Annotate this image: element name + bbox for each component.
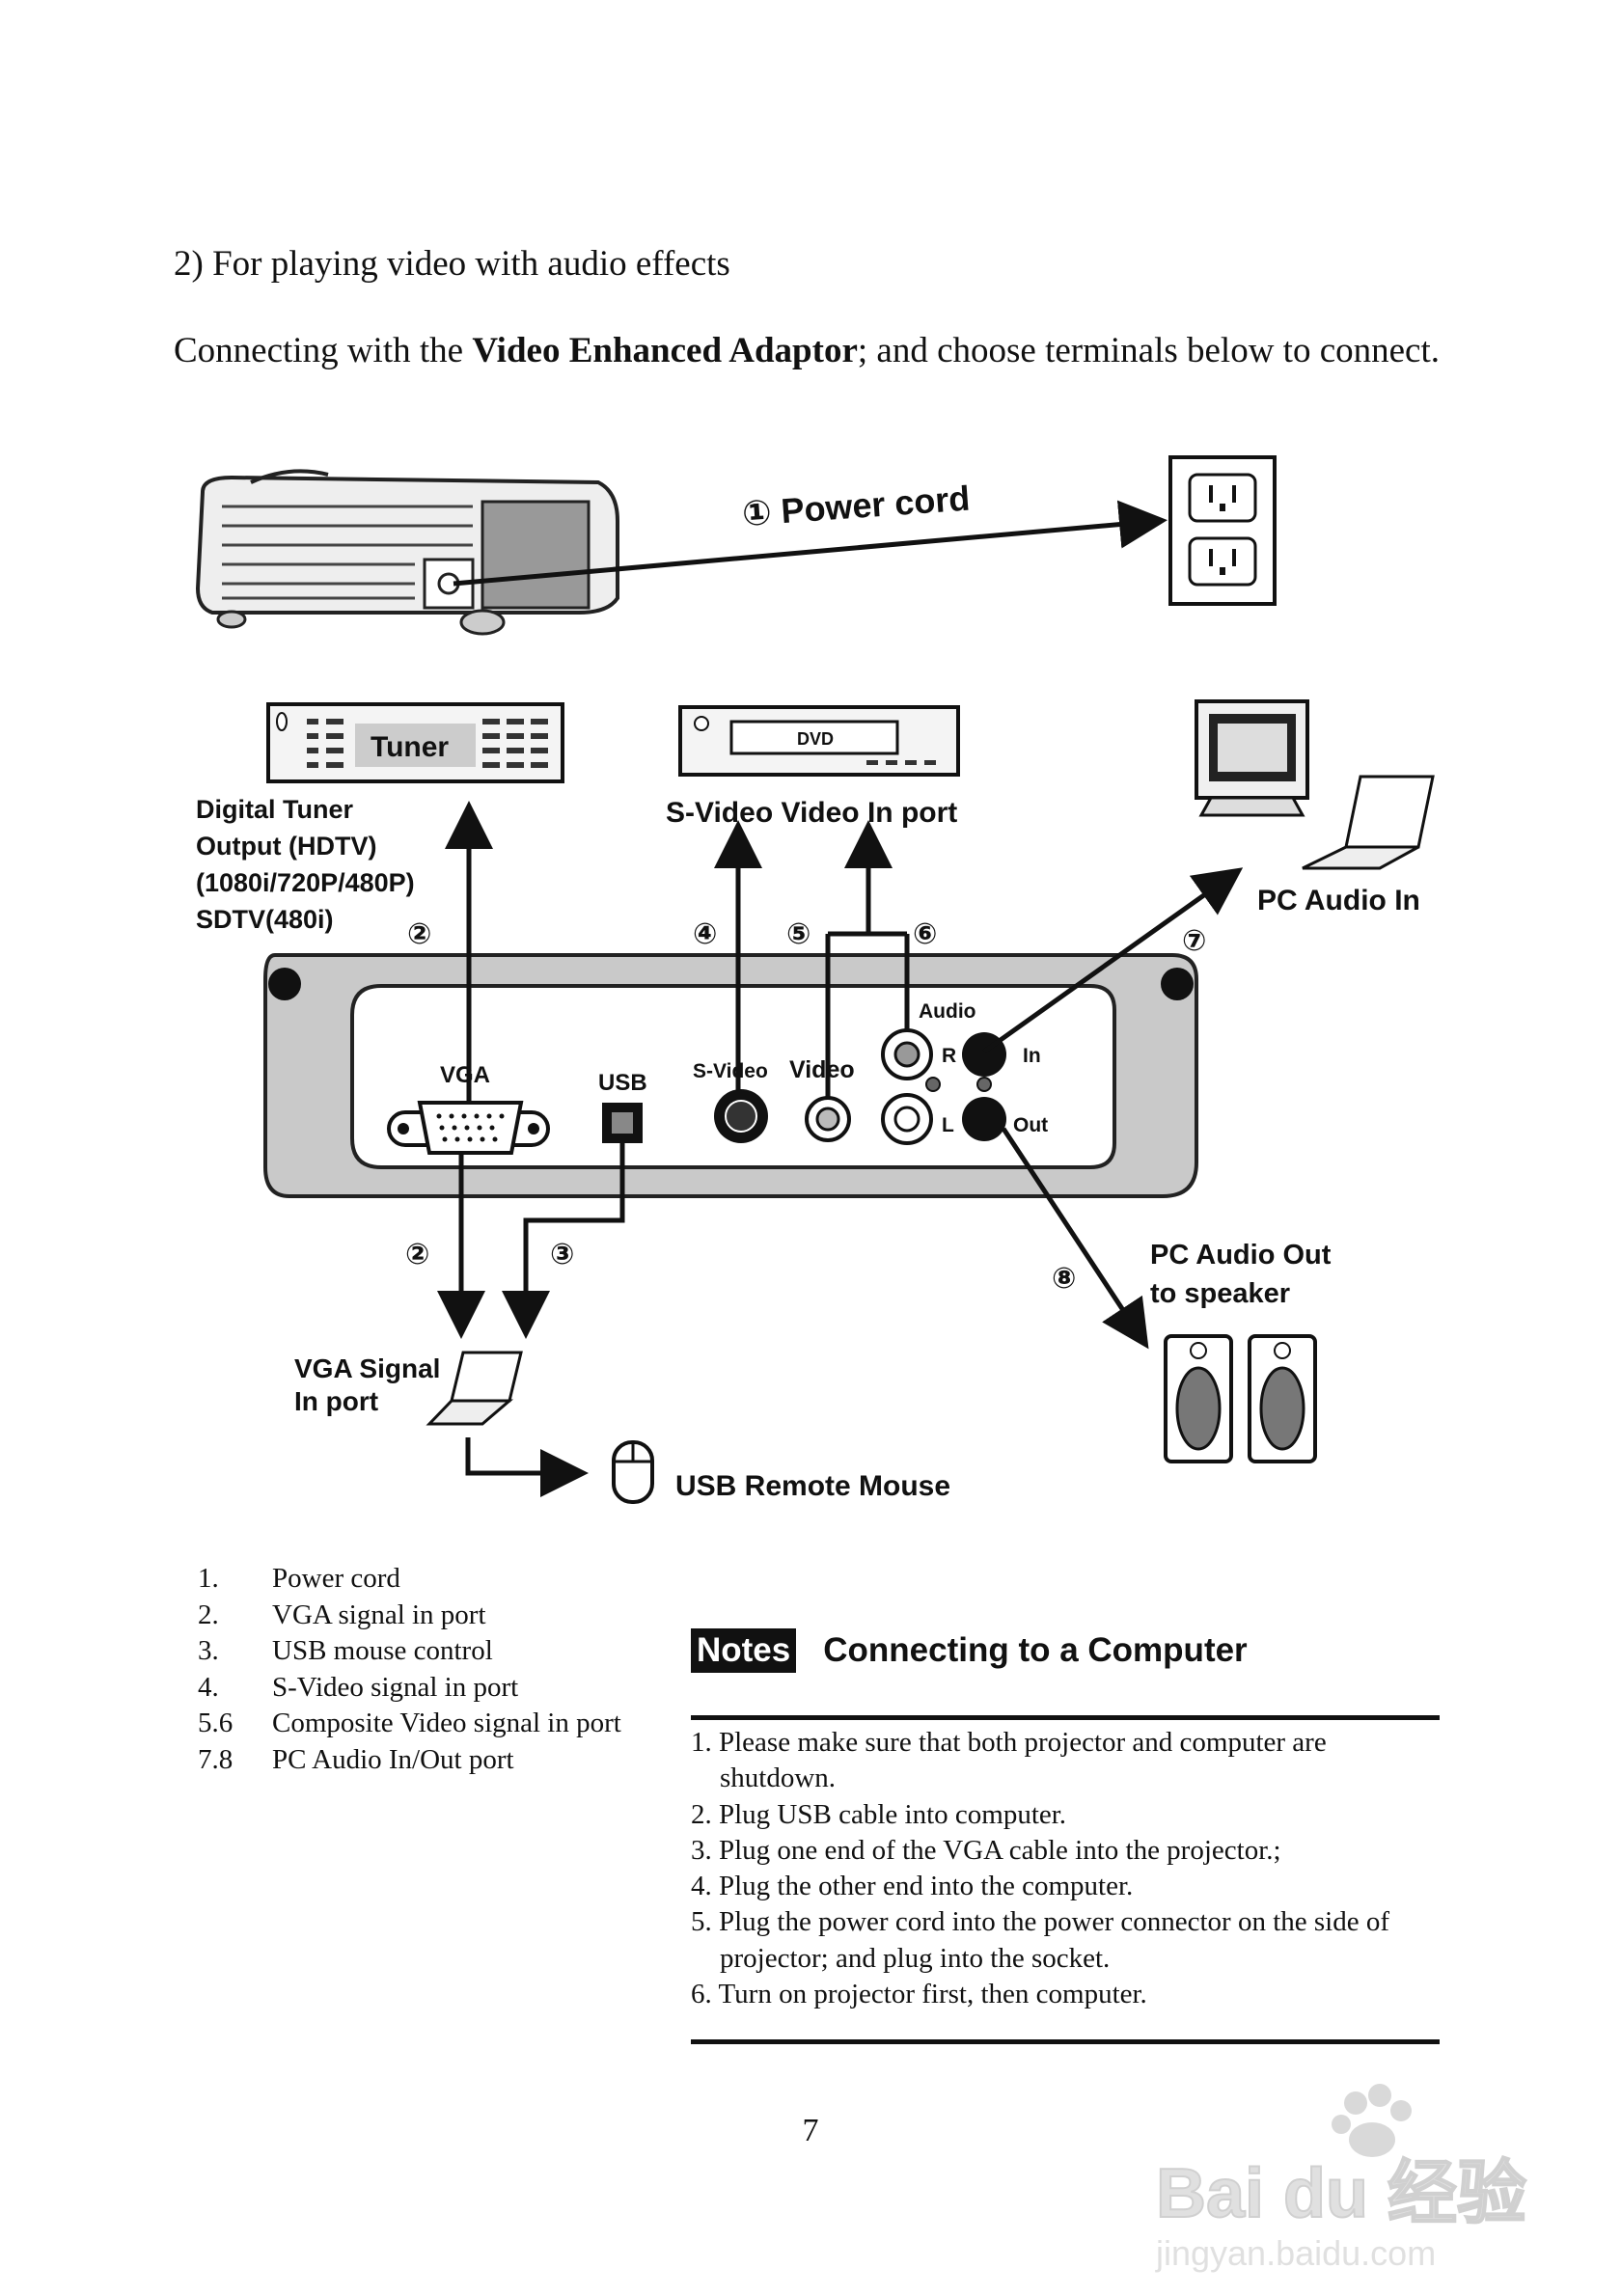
legend-num: 3. bbox=[198, 1635, 219, 1666]
intro-suffix: ; and choose terminals below to connect. bbox=[857, 331, 1441, 370]
legend-num: 2. bbox=[198, 1599, 219, 1630]
notes-header: Notes Connecting to a Computer bbox=[691, 1628, 1440, 1673]
notes-list: 1. Please make sure that both projector … bbox=[691, 1725, 1443, 2012]
section-heading: 2) For playing video with audio effects bbox=[174, 244, 730, 284]
port-label-svideo: S-Video bbox=[693, 1060, 768, 1082]
marker-2-bottom: ② bbox=[405, 1239, 429, 1271]
port-label-audio: Audio bbox=[919, 1000, 975, 1023]
port-label-r: R bbox=[942, 1045, 956, 1067]
port-label-vga: VGA bbox=[440, 1062, 490, 1088]
marker-4: ④ bbox=[693, 918, 717, 950]
legend-list: 1. Power cord 2. VGA signal in port 3. USB … bbox=[198, 1561, 621, 1778]
page-number: 7 bbox=[802, 2113, 819, 2148]
marker-3: ③ bbox=[550, 1239, 574, 1271]
legend-item: 4. S-Video signal in port bbox=[198, 1670, 621, 1707]
note-item: 5. Plug the power cord into the power co… bbox=[691, 1906, 1390, 1974]
legend-num: 5.6 bbox=[198, 1708, 234, 1738]
notes-bottom-rule bbox=[691, 2039, 1440, 2044]
port-label-in: In bbox=[1023, 1045, 1041, 1067]
adaptor-rear-panel bbox=[263, 953, 1198, 1198]
marker-7: ⑦ bbox=[1182, 925, 1206, 957]
projector-illustration bbox=[195, 469, 619, 636]
note-item: 6. Turn on projector first, then compute… bbox=[691, 1979, 1147, 2010]
intro-prefix: Connecting with the bbox=[174, 331, 473, 370]
legend-text: Power cord bbox=[272, 1563, 400, 1594]
legend-text: VGA signal in port bbox=[272, 1599, 486, 1630]
tuner-output-line-2: Output (HDTV) bbox=[196, 832, 376, 861]
notes-tag: Notes bbox=[691, 1628, 797, 1673]
marker-5: ⑤ bbox=[786, 918, 810, 950]
legend-text: S-Video signal in port bbox=[272, 1671, 519, 1703]
note-item: 1. Please make sure that both projector … bbox=[691, 1727, 1327, 1794]
legend-num: 7.8 bbox=[198, 1743, 234, 1775]
note-item: 2. Plug USB cable into computer. bbox=[691, 1798, 1067, 1830]
tuner-output-line-1: Digital Tuner bbox=[196, 795, 353, 824]
notes-top-rule bbox=[691, 1715, 1440, 1720]
port-label-video: Video bbox=[789, 1056, 855, 1083]
svideo-video-in-label: S-Video Video In port bbox=[666, 797, 957, 829]
legend-item: 5.6 Composite Video signal in port bbox=[198, 1706, 621, 1742]
pc-monitor-icon bbox=[1195, 699, 1309, 817]
power-cord-label: ① Power cord bbox=[741, 478, 972, 533]
legend-item: 1. Power cord bbox=[198, 1561, 621, 1598]
notes-title: Connecting to a Computer bbox=[823, 1631, 1248, 1669]
pc-audio-out-line-1: PC Audio Out bbox=[1150, 1240, 1332, 1271]
legend-text: Composite Video signal in port bbox=[272, 1708, 621, 1738]
vga-signal-line-1: VGA Signal bbox=[294, 1353, 440, 1383]
dvd-label: DVD bbox=[797, 729, 834, 749]
baidu-watermark-logo: Bai du 经验 jingyan.baidu.com bbox=[1155, 2084, 1527, 2273]
legend-item: 3. USB mouse control bbox=[198, 1633, 621, 1670]
wall-outlet-icon bbox=[1168, 455, 1277, 606]
tuner-output-line-3: (1080i/720P/480P) bbox=[196, 868, 415, 897]
usb-mouse-icon bbox=[612, 1440, 654, 1504]
tuner-device-icon bbox=[266, 702, 564, 783]
legend-item: 7.8 PC Audio In/Out port bbox=[198, 1742, 621, 1779]
laptop-icon bbox=[1302, 775, 1435, 870]
marker-8: ⑧ bbox=[1052, 1263, 1076, 1295]
intro-paragraph: Connecting with the Video Enhanced Adapt… bbox=[174, 328, 1457, 374]
port-label-out: Out bbox=[1013, 1114, 1048, 1136]
port-label-l: L bbox=[942, 1114, 954, 1136]
legend-item: 2. VGA signal in port bbox=[198, 1598, 621, 1634]
marker-2-top: ② bbox=[407, 918, 431, 950]
dvd-player-icon bbox=[678, 705, 960, 777]
pc-audio-out-line-2: to speaker bbox=[1150, 1278, 1290, 1309]
watermark-brand: Bai du 经验 bbox=[1156, 2155, 1526, 2232]
legend-text: PC Audio In/Out port bbox=[272, 1743, 514, 1775]
legend-num: 4. bbox=[198, 1671, 219, 1703]
legend-text: USB mouse control bbox=[272, 1635, 493, 1666]
pc-audio-in-label: PC Audio In bbox=[1257, 885, 1420, 916]
legend-num: 1. bbox=[198, 1563, 219, 1594]
port-label-usb: USB bbox=[598, 1070, 647, 1096]
note-item: 4. Plug the other end into the computer. bbox=[691, 1871, 1134, 1902]
intro-bold: Video Enhanced Adaptor bbox=[472, 331, 858, 370]
marker-6: ⑥ bbox=[913, 918, 937, 950]
note-item: 3. Plug one end of the VGA cable into th… bbox=[691, 1834, 1281, 1866]
watermark-url: jingyan.baidu.com bbox=[1155, 2233, 1436, 2273]
tuner-label: Tuner bbox=[371, 731, 449, 763]
vga-signal-line-2: In port bbox=[294, 1386, 378, 1416]
speakers-icon bbox=[1164, 1334, 1317, 1463]
laptop-vga-icon bbox=[426, 1351, 523, 1426]
tuner-output-line-4: SDTV(480i) bbox=[196, 905, 334, 934]
usb-remote-mouse-label: USB Remote Mouse bbox=[675, 1470, 950, 1502]
